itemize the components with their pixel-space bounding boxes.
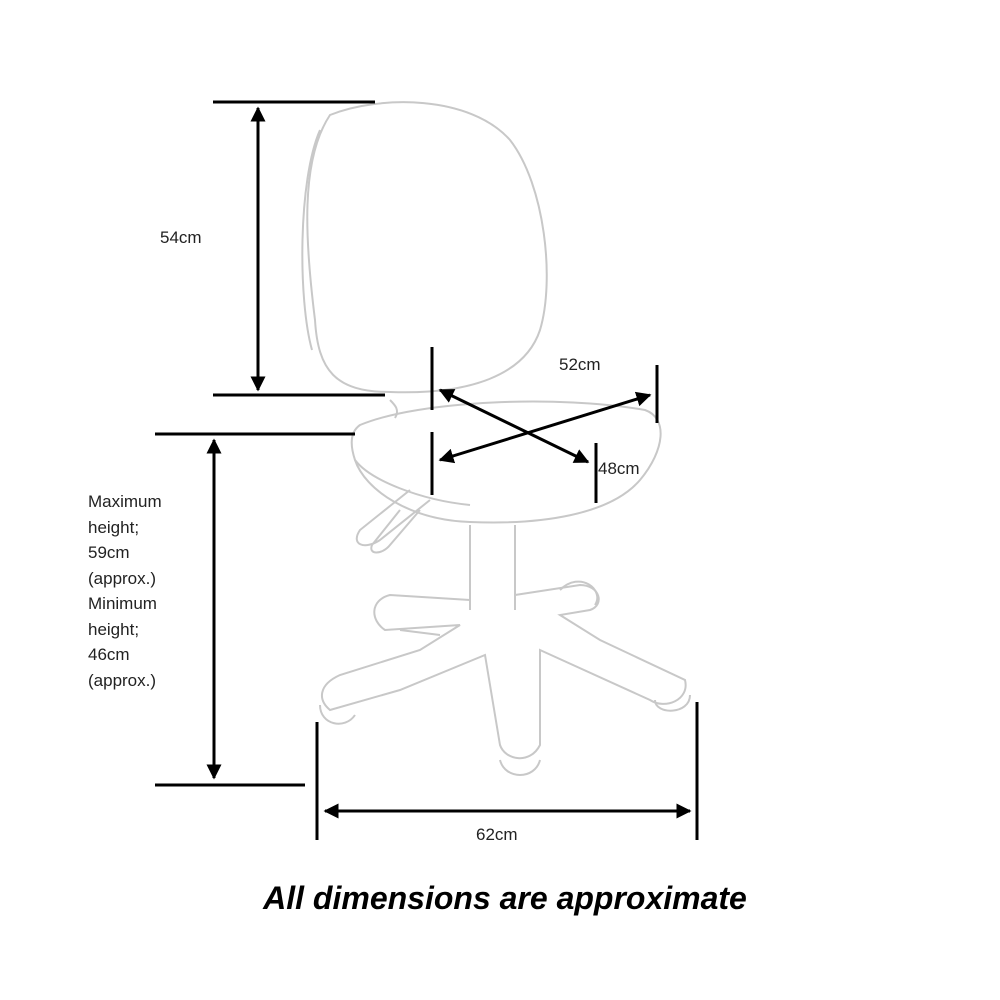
casters <box>319 580 691 776</box>
base-legs <box>321 583 687 760</box>
label-line: Minimum <box>88 594 157 613</box>
base-width-label: 62cm <box>476 825 518 844</box>
label-line: (approx.) <box>88 568 157 588</box>
seat-width-label: 52cm <box>559 355 601 374</box>
label-line: height; <box>88 619 140 639</box>
dimension-lines <box>155 100 699 840</box>
label-line: Maximum <box>88 492 162 511</box>
seat-height-label: Maximum height; 59cm (approx.) Minimum h… <box>88 489 162 693</box>
label-line: 46cm <box>88 645 130 664</box>
label-line: height; <box>88 517 140 537</box>
seat-levers <box>355 489 431 554</box>
label-line: (approx.) <box>88 670 157 690</box>
backrest-height-label: 54cm <box>160 228 202 247</box>
chair-outline <box>301 101 691 776</box>
label-line: 59cm <box>88 543 130 562</box>
backrest <box>306 101 548 394</box>
seat-depth-label: 48cm <box>598 459 640 478</box>
gas-lift <box>469 525 516 610</box>
footnote: All dimensions are approximate <box>263 880 747 916</box>
seat-depth-arrow <box>438 388 590 464</box>
